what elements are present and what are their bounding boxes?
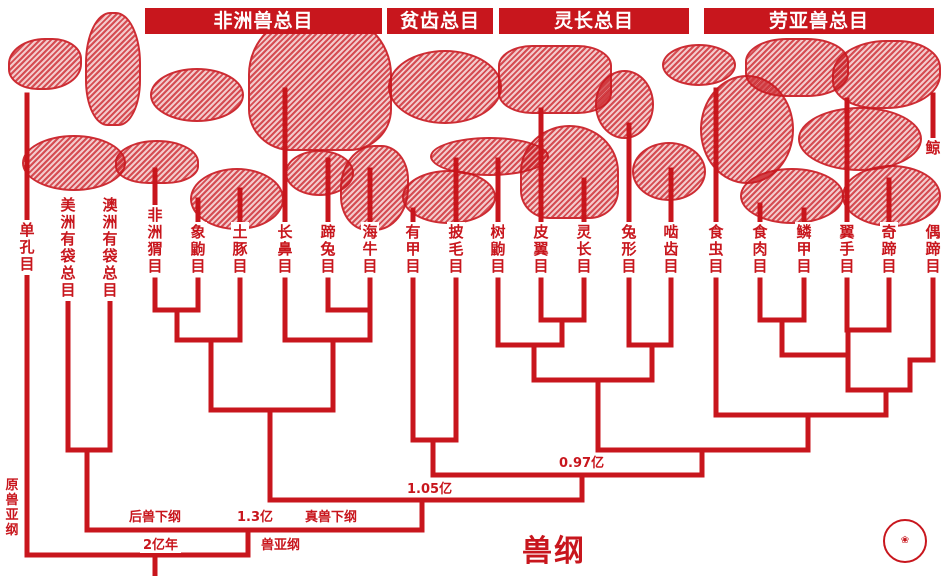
gibbon-illustration (520, 125, 619, 219)
header-euarchontoglires: 灵长总目 (499, 8, 689, 34)
rabbit-illustration (595, 70, 654, 139)
order-label-rodentia: 啮齿目 (662, 222, 680, 277)
order-label-pilosa: 披毛目 (447, 222, 465, 277)
opossum-illustration (22, 135, 126, 191)
armadillo-illustration (402, 170, 496, 224)
header-afrotheria: 非洲兽总目 (145, 8, 382, 34)
order-label-cetacea: 鲸 (924, 138, 942, 159)
order-label-ameridelphia: 美洲有袋总目 (59, 195, 77, 301)
order-label-monotremata: 单孔目 (18, 220, 36, 275)
label-eutheria: 真兽下纲 (302, 510, 361, 525)
anteater-illustration (388, 50, 502, 124)
label-age-097: 0.97亿 (556, 456, 608, 471)
pangolin-illustration (740, 168, 844, 224)
diagram-title: 兽纲 (522, 534, 586, 569)
order-label-lagomorpha: 兔形目 (620, 222, 638, 277)
order-label-artiodactyla: 偶蹄目 (924, 222, 942, 277)
label-theria: 兽亚纲 (258, 538, 304, 553)
label-age-130: 1.3亿 (234, 510, 277, 525)
platypus-illustration (8, 38, 82, 90)
order-label-macroscelidea: 象鼩目 (189, 222, 207, 277)
order-label-eulipotyphla: 食虫目 (707, 222, 725, 277)
order-label-cingulata: 有甲目 (404, 222, 422, 277)
seal-stamp: ❀ (883, 519, 927, 563)
boar-illustration (842, 165, 941, 227)
label-age-105: 1.05亿 (404, 482, 456, 497)
label-metatheria: 后兽下纲 (126, 510, 185, 525)
elephant-shrew-illustration (150, 68, 244, 122)
bat-illustration (745, 38, 849, 97)
order-label-scandentia: 树鼩目 (489, 222, 507, 277)
order-label-dermoptera: 皮翼目 (532, 222, 550, 277)
kangaroo-illustration (85, 12, 141, 126)
order-label-tubulidentata: 土豚目 (231, 222, 249, 277)
dolphin-illustration (832, 40, 941, 109)
echidna-illustration (115, 140, 199, 184)
tapir-illustration (798, 107, 922, 171)
mouse-illustration (632, 142, 706, 201)
order-label-proboscidea: 长鼻目 (276, 222, 294, 277)
order-label-sirenia: 海牛目 (361, 222, 379, 277)
header-xenarthra: 贫齿总目 (387, 8, 493, 34)
label-prototheria: 原兽亚纲 (3, 476, 21, 540)
label-age-200: 2亿年 (140, 538, 182, 553)
aardvark-illustration (190, 168, 284, 230)
elephant-illustration (248, 12, 392, 151)
order-label-carnivora: 食肉目 (751, 222, 769, 277)
order-label-hyracoidea: 蹄兔目 (319, 222, 337, 277)
order-label-perissodactyla: 奇蹄目 (880, 222, 898, 277)
manatee-illustration (340, 145, 409, 231)
order-label-chiroptera: 翼手目 (838, 222, 856, 277)
order-label-primates: 灵长目 (575, 222, 593, 277)
order-label-afrosoricida: 非洲猬目 (146, 205, 164, 277)
header-laurasiatheria: 劳亚兽总目 (704, 8, 934, 34)
shrew-illustration (662, 44, 736, 86)
order-label-pholidota: 鳞甲目 (795, 222, 813, 277)
order-label-australidelphia: 澳洲有袋总目 (101, 195, 119, 301)
